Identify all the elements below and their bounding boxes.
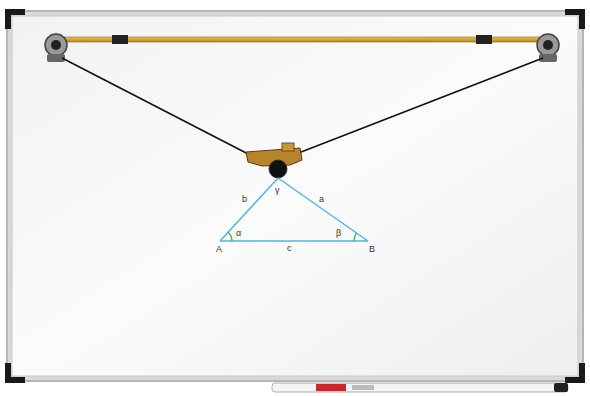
point-label: α — [236, 229, 241, 238]
right-pulley — [537, 34, 559, 62]
point-label: B — [369, 245, 375, 254]
corner-caps — [5, 9, 585, 383]
point-label: A — [216, 245, 222, 254]
top-rail — [55, 37, 548, 42]
point-label: b — [242, 195, 247, 204]
angle-arc — [228, 232, 232, 241]
left-pulley — [45, 34, 67, 62]
string — [296, 58, 543, 154]
marker-pen — [272, 383, 568, 392]
angle-arc — [354, 233, 357, 241]
point-label: β — [336, 229, 341, 238]
drawing-device — [246, 143, 302, 178]
board-surface — [12, 16, 578, 376]
triangle — [220, 178, 368, 241]
point-label: γ — [275, 186, 280, 195]
board-frame — [7, 11, 583, 381]
point-label: a — [319, 195, 324, 204]
string — [62, 58, 252, 156]
rail-clamp — [112, 35, 128, 44]
rail-clamp — [476, 35, 492, 44]
point-label: c — [287, 244, 292, 253]
